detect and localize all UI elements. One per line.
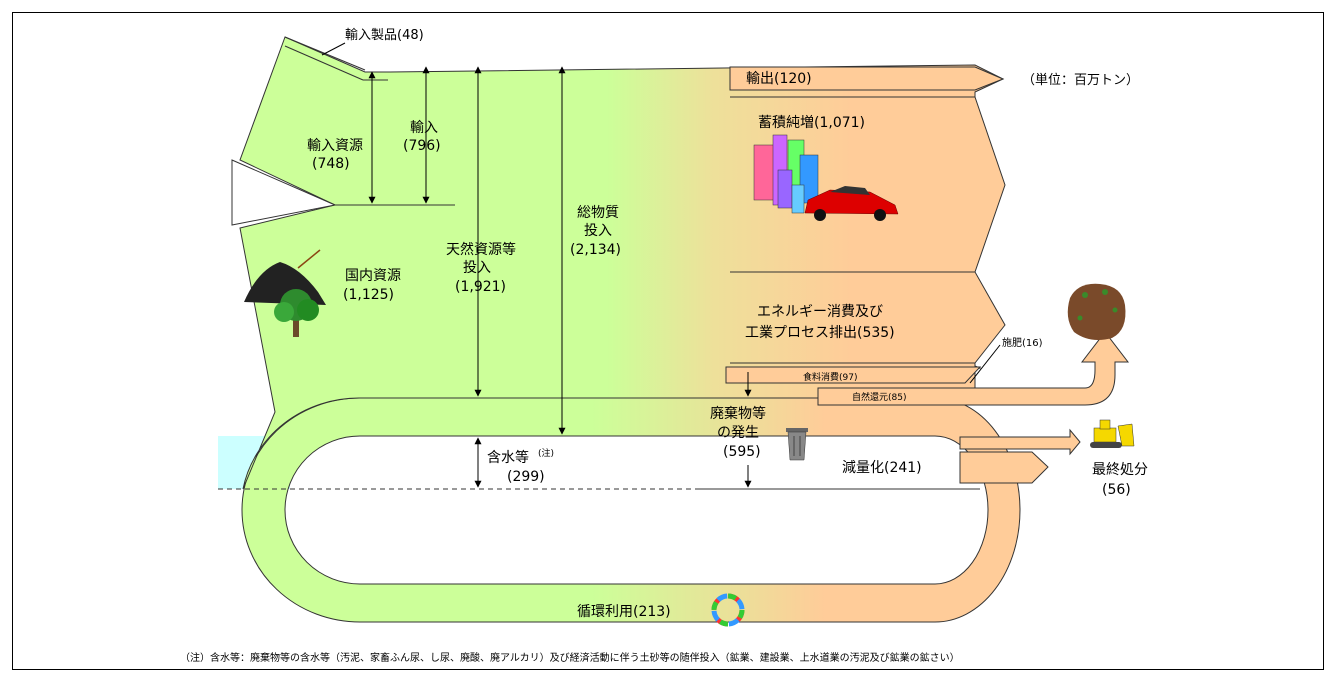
domestic-resources-label: 国内資源 — [345, 268, 401, 284]
trash-can-icon — [786, 428, 808, 461]
recycle-icon — [711, 593, 745, 627]
natural-resources-input-label: 天然資源等 — [446, 241, 516, 258]
recycling-label: 循環利用(213) — [577, 604, 671, 620]
final-disposal-value: (56) — [1102, 482, 1131, 498]
waste-generation-label-2: の発生 — [717, 425, 759, 441]
import-value: (796) — [403, 138, 441, 154]
total-material-input-label: 総物質 — [577, 205, 619, 221]
car-icon — [804, 186, 899, 221]
natural-resources-input-label-2: 投入 — [463, 260, 491, 276]
natural-resources-input-value: (1,921) — [455, 279, 506, 295]
import-resources-value: (748) — [312, 156, 350, 172]
water-content-note: (注) — [538, 447, 554, 459]
export-label: 輸出(120) — [746, 71, 812, 87]
footnote: （注）含水等：廃棄物等の含水等（汚泥、家畜ふん尿、し尿、廃酸、廃アルカリ）及び経… — [180, 651, 960, 664]
water-content-value: (299) — [507, 469, 545, 485]
buildings-icon — [753, 134, 819, 214]
waste-generation-label: 廃棄物等 — [710, 405, 766, 422]
reduction-label: 減量化(241) — [842, 459, 922, 476]
net-accumulation-label: 蓄積純増(1,071) — [758, 115, 865, 131]
unit-note: （単位：百万トン） — [1022, 72, 1139, 88]
soil-icon — [1067, 283, 1126, 340]
diagram-frame — [12, 12, 1324, 670]
natural-return-band — [817, 331, 1130, 406]
energy-consumption-label-2: 工業プロセス排出(535) — [745, 325, 895, 341]
fertilizer-label: 施肥(16) — [1002, 336, 1043, 349]
energy-consumption-label: エネルギー消費及び — [757, 304, 883, 320]
total-material-input-label-2: 投入 — [584, 223, 612, 239]
waste-generation-value: (595) — [723, 444, 761, 460]
bulldozer-icon — [1090, 419, 1135, 448]
final-disposal-label: 最終処分 — [1092, 462, 1148, 478]
recycling-loop — [241, 397, 1021, 623]
domestic-resources-value: (1,125) — [343, 287, 394, 303]
import-label: 輸入 — [410, 120, 438, 136]
total-material-input-value: (2,134) — [570, 242, 621, 258]
food-band — [725, 366, 982, 384]
food-consumption-label: 食料消費(97) — [803, 371, 857, 383]
water-content-label: 含水等 — [487, 449, 529, 466]
export-arrow — [729, 66, 1005, 91]
natural-return-label: 自然還元(85) — [852, 391, 906, 403]
import-resources-label: 輸入資源 — [307, 138, 363, 154]
import-products-label: 輸入製品(48) — [345, 28, 424, 43]
final-disposal-arrow — [959, 428, 1081, 456]
reduction-arrow — [959, 451, 1049, 484]
tree-icon — [274, 289, 319, 337]
